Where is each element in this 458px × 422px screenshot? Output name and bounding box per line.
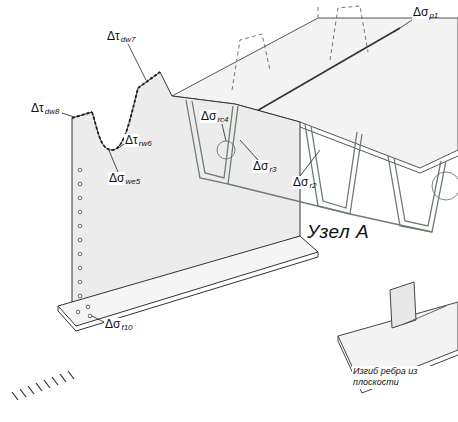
hidden-line xyxy=(318,4,319,18)
stress-subscript: p1 xyxy=(428,12,439,21)
stress-subscript: dw8 xyxy=(44,108,61,117)
flange-holes xyxy=(76,305,92,318)
stress-symbol: Δσ xyxy=(200,110,217,123)
detail-circle xyxy=(217,141,235,159)
weld-line xyxy=(72,112,92,118)
hidden-line xyxy=(330,6,368,60)
weld-line xyxy=(255,28,400,112)
stress-symbol: Δσ xyxy=(412,6,429,19)
detail-plate-edge xyxy=(338,336,458,393)
flange-edge xyxy=(58,252,318,331)
weld-line xyxy=(138,72,160,88)
stress-subscript: rc4 xyxy=(216,116,229,125)
detail-circle xyxy=(432,172,458,200)
bolt-holes xyxy=(78,168,82,298)
detail-note: Изгиб ребра из плоскости xyxy=(352,366,446,389)
stress-subscript: rw6 xyxy=(138,140,153,149)
stress-symbol: Δτ xyxy=(106,30,121,43)
stress-subscript: f10 xyxy=(120,324,133,333)
stress-subscript: dw7 xyxy=(120,36,137,45)
stress-symbol: Δτ xyxy=(30,102,45,115)
stress-subscript: r3 xyxy=(268,166,277,175)
cutout-weld xyxy=(92,88,138,150)
leader-lines xyxy=(62,20,412,365)
detail-rib xyxy=(390,282,416,328)
u-ribs xyxy=(186,100,446,232)
stress-symbol: Δσ xyxy=(252,160,269,173)
bolts xyxy=(12,371,74,400)
stress-subscript: we5 xyxy=(124,178,141,187)
stress-subscript: r2 xyxy=(308,182,317,191)
detail-title: Узел A xyxy=(306,222,370,243)
stress-symbol: Δσ xyxy=(104,318,121,331)
hidden-line xyxy=(232,34,270,90)
stress-symbol: Δσ xyxy=(108,172,125,185)
bottom-flange xyxy=(58,236,318,326)
detail-weld xyxy=(404,306,446,324)
stress-symbol: Δτ xyxy=(124,134,139,147)
stress-symbol: Δσ xyxy=(292,176,309,189)
